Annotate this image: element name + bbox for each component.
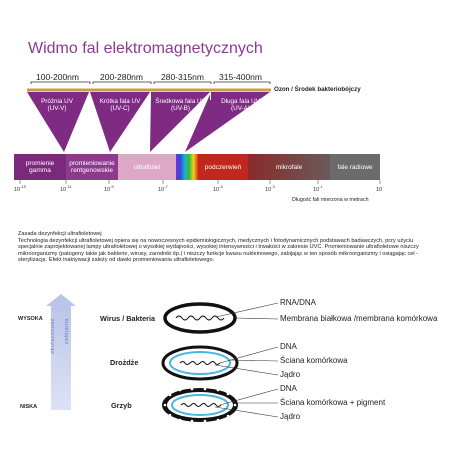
tick-label: 10-3 — [265, 184, 275, 193]
ozone-label: Ozon / Środek bakteriobójczy — [274, 86, 361, 93]
organism-fungus: Grzyb — [111, 401, 132, 410]
disinfection-description: Zasada dezynfekcji ultrafioletowej Techn… — [18, 231, 436, 264]
yeast-part-1: DNA — [280, 342, 297, 351]
fungus-part-3: Jądro — [280, 412, 301, 421]
sensitivity-high-label: WYSOKA — [18, 316, 43, 322]
tick-label: 10-5 — [213, 184, 223, 193]
band-uv: ultrafiolet — [133, 163, 161, 171]
range-label-3: 280-315nm — [160, 72, 204, 82]
tick-label: 10-7 — [158, 184, 168, 193]
page-title: Widmo fal elektromagnetycznych — [28, 40, 263, 57]
uv-spectrum-diagram — [14, 81, 381, 184]
organism-diagram — [46, 294, 279, 423]
tick-label: 10-1 — [313, 184, 323, 193]
tick-label: 10-15 — [14, 184, 26, 193]
range-label-1: 100-200nm — [35, 72, 79, 82]
organism-yeast: Drożdże — [110, 358, 139, 367]
wavelength-note: Długość fali mierzona w metrach — [292, 197, 369, 203]
virus-part-1: RNA/DNA — [280, 298, 317, 307]
band-infrared: podczerwień — [204, 163, 242, 171]
tick-label: 10 — [376, 186, 383, 193]
virus-part-2: Membrana białkowa /membrana komórkowa — [280, 314, 438, 323]
fungus-part-2: Ściana komórkowa + pigment — [280, 398, 386, 407]
tick-label: 10-11 — [60, 184, 72, 193]
yeast-part-3: Jądro — [280, 370, 301, 379]
range-label-4: 315-400nm — [218, 72, 262, 82]
fungus-part-1: DNA — [280, 384, 297, 393]
range-label-2: 200-280nm — [99, 72, 143, 82]
band-gamma: promienie gamma — [25, 160, 55, 174]
description-paragraph: Technologia dezynfekcji ultrafioletowej … — [18, 237, 419, 264]
arrow-text-left: skuteczność — [50, 318, 56, 354]
uv-type-b: Średkowa fala UV(UV-B) — [155, 98, 206, 112]
sensitivity-low-label: NISKA — [20, 404, 38, 410]
band-microwave: mikrofale — [275, 163, 303, 171]
uv-type-c: Krótka fala UV(UV-C) — [99, 98, 141, 112]
uv-type-vacuum: Próżnia UV(UV-V) — [41, 98, 73, 112]
band-xray: promieniowanie rentgenowskie — [69, 160, 115, 174]
description-heading: Zasada dezynfekcji ultrafioletowej — [18, 231, 102, 237]
organism-virus-bacteria: Wirus / Bakteria — [100, 314, 156, 323]
yeast-part-2: Ściana komórkowa — [280, 356, 348, 365]
arrow-text-right: zabijania — [64, 318, 70, 345]
uv-type-a: Długa fala UV(UV-A) — [221, 98, 260, 112]
band-radio: fale radiowe — [337, 163, 373, 171]
tick-label: 10-9 — [104, 184, 114, 193]
